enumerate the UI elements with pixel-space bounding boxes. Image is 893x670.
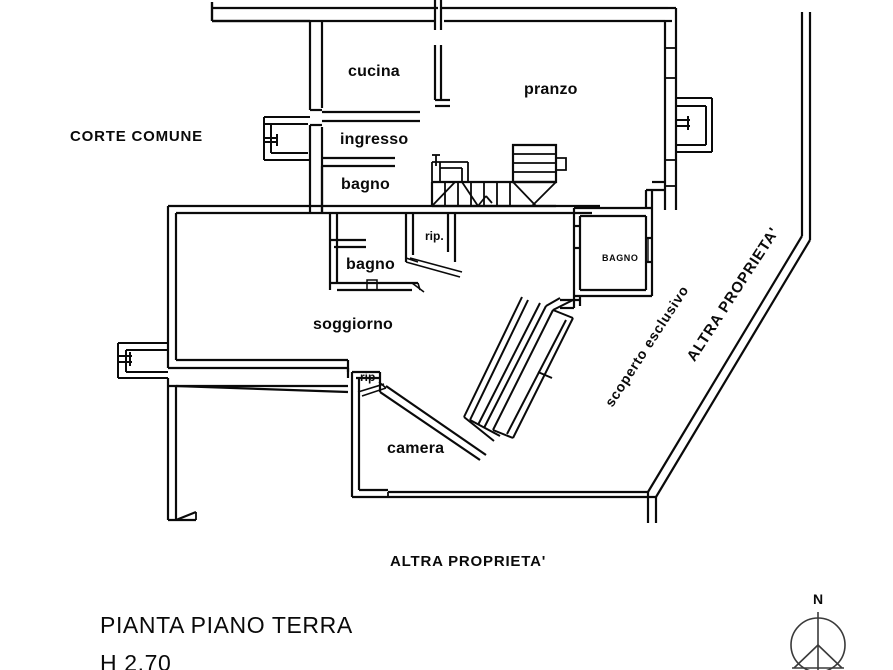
left-vestibule [263, 116, 310, 161]
exterior-label-altra-proprieta-south: ALTRA PROPRIETA' [390, 553, 547, 570]
room-label-rip-1: rip. [425, 229, 444, 243]
room-label-camera: camera [387, 440, 445, 457]
room-label-cucina: cucina [348, 63, 400, 80]
room-label-soggiorno: soggiorno [313, 316, 394, 333]
west-lower-extension [166, 378, 349, 520]
exterior-label-corte-comune: CORTE COMUNE [70, 128, 203, 145]
room-label-bagno-2: bagno [346, 256, 395, 273]
room-label-rip-2: rip [360, 370, 376, 384]
room-label-bagno-3: BAGNO [602, 253, 639, 263]
room-label-pranzo: pranzo [524, 81, 578, 98]
camera-walls [168, 370, 487, 522]
south-property-line [195, 492, 389, 520]
central-block-walls [404, 213, 463, 278]
soggiorno-walls [166, 206, 425, 378]
east-wing-walls [560, 180, 665, 310]
compass-rose [790, 612, 846, 670]
ceiling-height-label: H 2.70 [100, 650, 172, 670]
staircase [430, 143, 567, 208]
page-title: PIANTA PIANO TERRA [100, 612, 353, 638]
room-label-bagno-1: bagno [341, 176, 390, 193]
north-block-walls [168, 0, 600, 215]
room-label-ingresso: ingresso [340, 131, 409, 148]
east-balcony [676, 97, 713, 153]
terrace-stair [463, 296, 574, 442]
east-wall-openings [665, 47, 676, 187]
compass-north-label: N [813, 591, 824, 607]
perimeter-walls [210, 2, 812, 523]
west-bay [117, 342, 168, 379]
